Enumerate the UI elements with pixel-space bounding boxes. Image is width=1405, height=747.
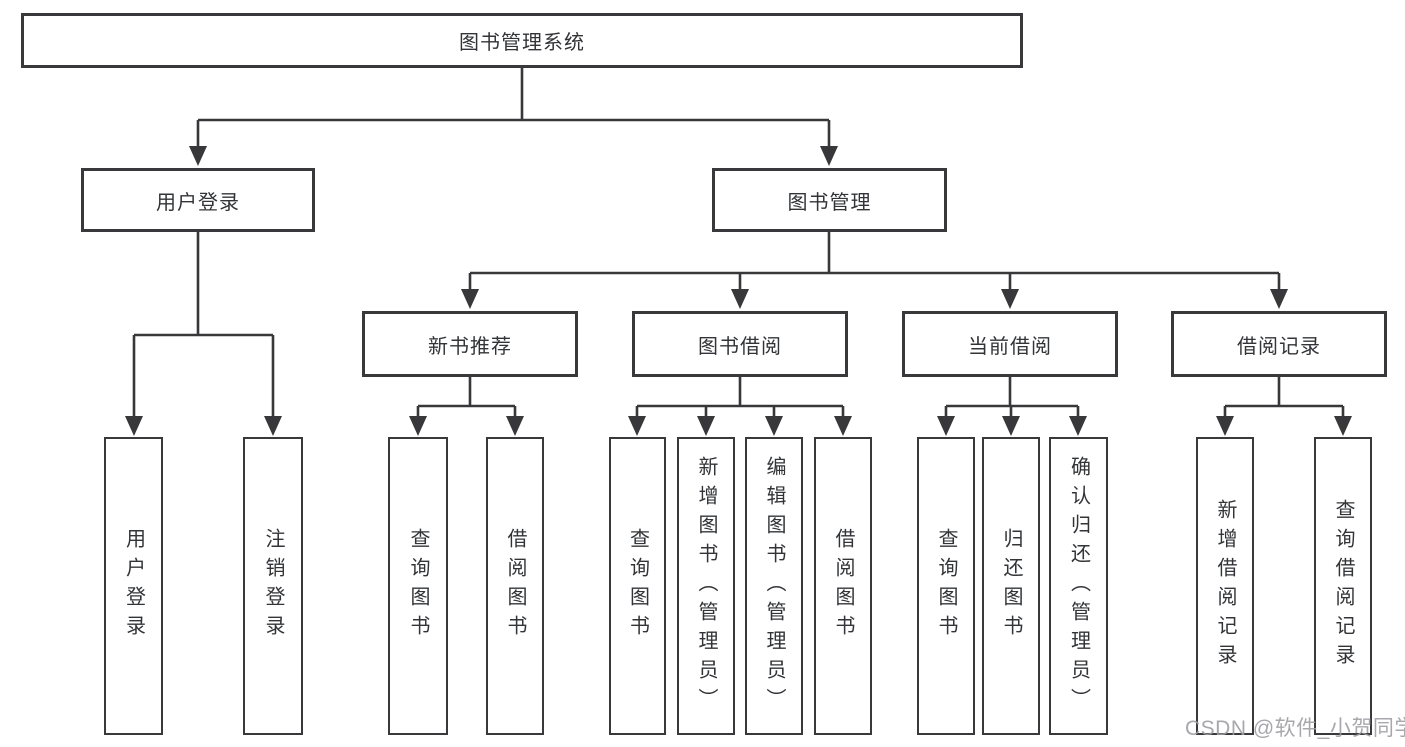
node-leaf-cb-return-books: 归还图书 bbox=[982, 437, 1040, 735]
leaf-label: 借阅图书 bbox=[832, 528, 854, 644]
leaf-label: 查询图书 bbox=[407, 528, 429, 644]
arrowhead-icon bbox=[264, 416, 282, 436]
arrowhead-icon bbox=[1270, 289, 1288, 309]
tree-edges bbox=[132, 68, 1345, 420]
arrowhead-icon bbox=[189, 146, 207, 166]
arrowhead-icon bbox=[937, 416, 955, 436]
node-book-borrow: 图书借阅 bbox=[632, 311, 848, 377]
node-leaf-bb-add-books: 新增图书（管理员） bbox=[677, 437, 735, 735]
leaf-label: 查询图书 bbox=[626, 528, 649, 644]
node-user-login: 用户登录 bbox=[81, 168, 315, 232]
node-leaf-rec-query-books: 查询图书 bbox=[388, 437, 448, 735]
arrowhead-icon bbox=[765, 416, 783, 436]
leaf-label: 新增图书（管理员） bbox=[695, 455, 717, 717]
arrowhead-group bbox=[125, 146, 1352, 436]
node-book-management: 图书管理 bbox=[712, 168, 947, 232]
arrowhead-icon bbox=[820, 146, 838, 166]
arrowhead-icon bbox=[125, 416, 143, 436]
arrowhead-icon bbox=[1069, 416, 1087, 436]
leaf-label: 查询图书 bbox=[935, 528, 957, 644]
node-leaf-bb-borrow-books: 借阅图书 bbox=[814, 437, 872, 735]
csdn-watermark: CSDN @软件_小贺同学 bbox=[1185, 717, 1405, 740]
leaf-label: 确认归还（管理员） bbox=[1067, 455, 1090, 717]
arrowhead-icon bbox=[1001, 289, 1019, 309]
node-new-book-recommend: 新书推荐 bbox=[362, 311, 578, 377]
leaf-label: 用户登录 bbox=[122, 528, 145, 644]
node-current-borrow: 当前借阅 bbox=[902, 311, 1118, 377]
node-leaf-br-query-record: 查询借阅记录 bbox=[1314, 437, 1372, 735]
arrowhead-icon bbox=[697, 416, 715, 436]
leaf-label: 查询借阅记录 bbox=[1332, 499, 1354, 673]
arrowhead-icon bbox=[1334, 416, 1352, 436]
node-leaf-rec-borrow-books: 借阅图书 bbox=[486, 437, 544, 735]
arrowhead-icon bbox=[731, 289, 749, 309]
leaf-label: 借阅图书 bbox=[504, 528, 526, 644]
node-leaf-cb-confirm-return: 确认归还（管理员） bbox=[1049, 437, 1108, 735]
node-leaf-br-add-record: 新增借阅记录 bbox=[1196, 437, 1254, 735]
node-leaf-user-login: 用户登录 bbox=[104, 437, 163, 735]
leaf-label: 归还图书 bbox=[1000, 528, 1022, 644]
leaf-label: 编辑图书（管理员） bbox=[763, 455, 785, 717]
leaf-label: 新增借阅记录 bbox=[1214, 499, 1236, 673]
node-borrow-records: 借阅记录 bbox=[1171, 311, 1387, 377]
arrowhead-icon bbox=[1216, 416, 1234, 436]
node-leaf-bb-edit-books: 编辑图书（管理员） bbox=[745, 437, 803, 735]
arrowhead-icon bbox=[628, 416, 646, 436]
arrowhead-icon bbox=[834, 416, 852, 436]
arrowhead-icon bbox=[1002, 416, 1020, 436]
node-root-system: 图书管理系统 bbox=[21, 13, 1023, 68]
leaf-label: 注销登录 bbox=[262, 528, 284, 644]
node-leaf-cb-query-books: 查询图书 bbox=[917, 437, 975, 735]
arrowhead-icon bbox=[506, 416, 524, 436]
arrowhead-icon bbox=[409, 416, 427, 436]
node-leaf-logout: 注销登录 bbox=[243, 437, 303, 735]
arrowhead-icon bbox=[461, 289, 479, 309]
node-leaf-bb-query-books: 查询图书 bbox=[609, 437, 666, 735]
